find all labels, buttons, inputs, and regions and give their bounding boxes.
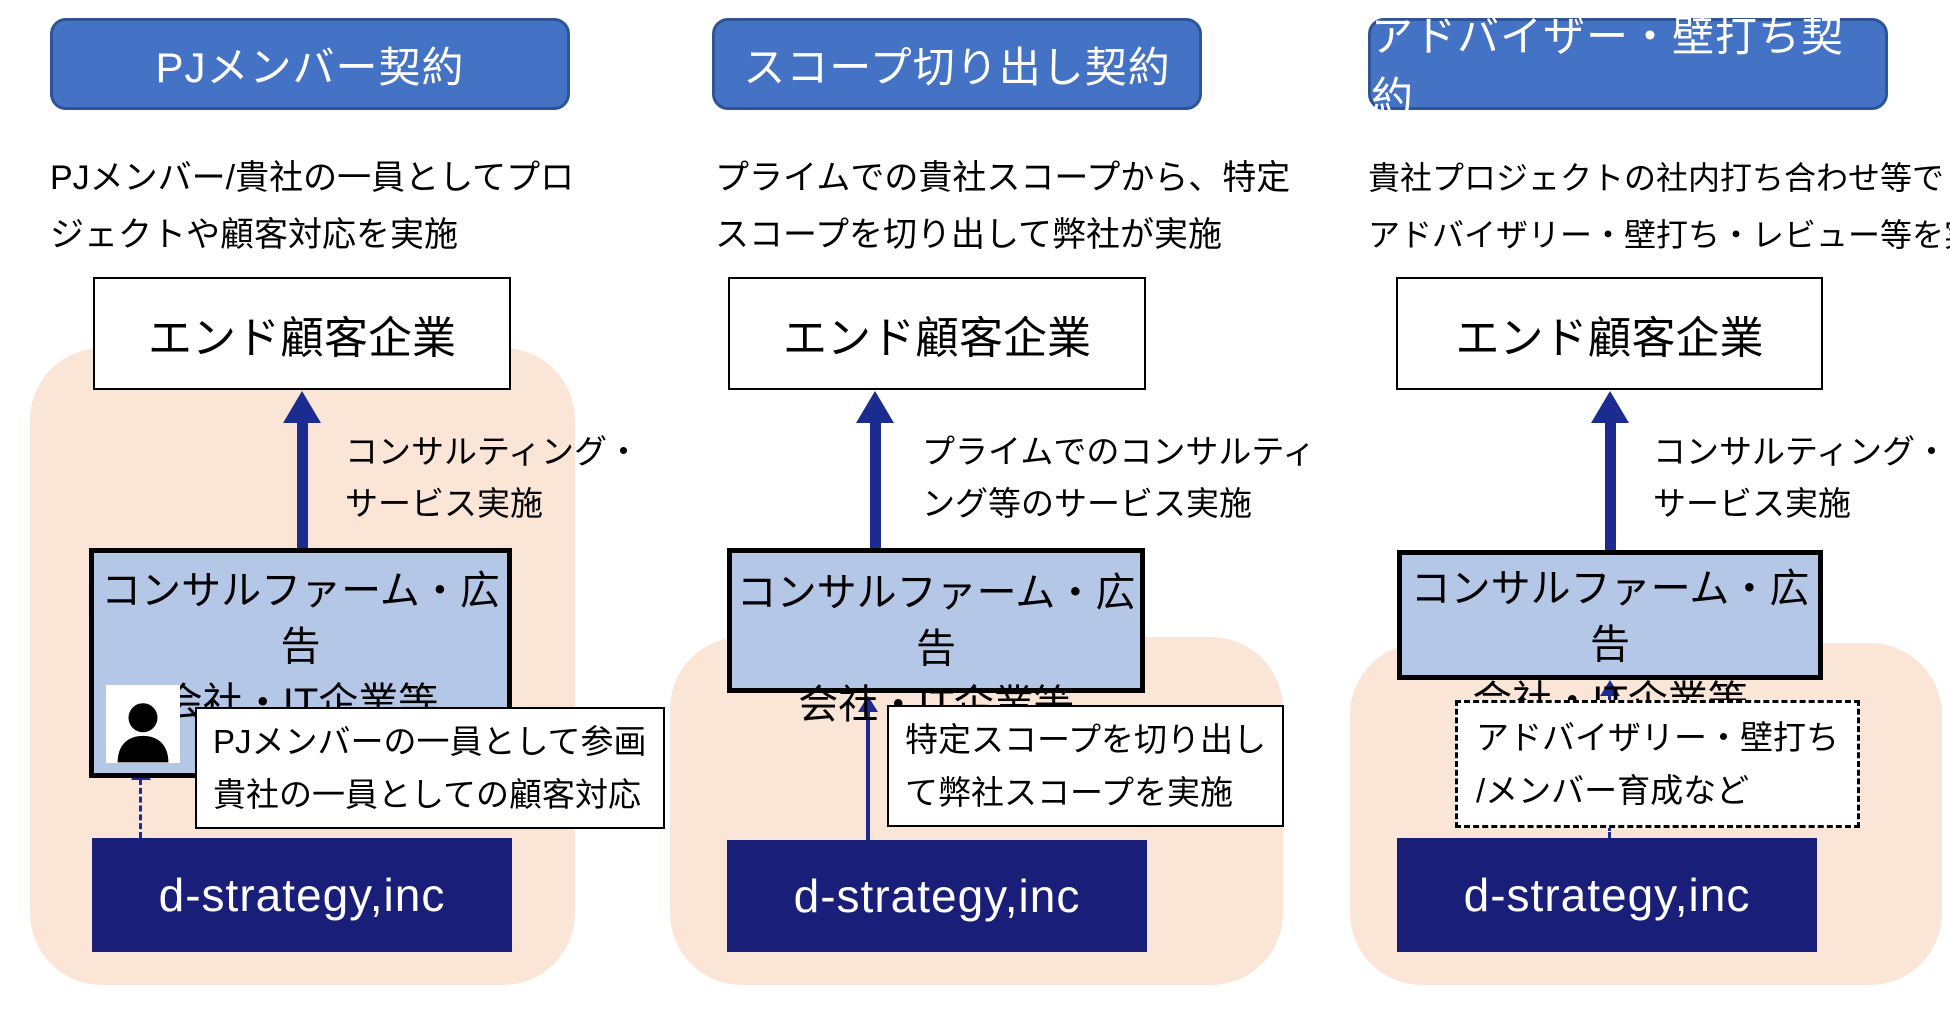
description-line: アドバイザリー・壁打ち・レビュー等を実施	[1368, 217, 1950, 253]
contract-type-header: アドバイザー・壁打ち契約	[1368, 13, 1888, 121]
end-customer-label: エンド顧客企業	[148, 313, 456, 363]
d-strategy-box: d-strategy,inc	[1397, 838, 1817, 952]
service-arrow-shaft	[1605, 420, 1616, 552]
d-strategy-label: d-strategy,inc	[1463, 869, 1751, 921]
description-line: PJメンバー/貴社の一員としてプロ	[50, 159, 575, 197]
advisory-arrow-head	[1600, 680, 1620, 696]
consulting-firm-line: コンサルファーム・広告	[736, 571, 1136, 671]
consulting-firm-line: コンサルファーム・広告	[1410, 567, 1810, 667]
role-note-line: て弊社スコープを実施	[905, 774, 1234, 811]
column-scope-carveout-contract: スコープ切り出し契約 プライムでの貴社スコープから、特定 スコープを切り出して弊…	[660, 0, 1315, 1011]
service-arrow-shaft	[870, 420, 881, 550]
description-line: プライムでの貴社スコープから、特定	[715, 159, 1291, 197]
description-line: ジェクトや顧客対応を実施	[50, 216, 458, 254]
role-note-box: 特定スコープを切り出し て弊社スコープを実施	[887, 705, 1285, 827]
person-icon	[106, 685, 180, 763]
member-arrow-dashed-line	[139, 779, 142, 838]
service-label-line: コンサルティング・	[1653, 433, 1949, 470]
service-arrow-label: コンサルティング・ サービス実施	[345, 426, 640, 530]
description-line: 貴社プロジェクトの社内打ち合わせ等で	[1368, 160, 1945, 196]
role-note-line: 貴社の一員としての顧客対応	[213, 776, 642, 813]
contract-type-header: PJメンバー契約	[50, 18, 570, 110]
contract-type-label: アドバイザー・壁打ち契約	[1371, 13, 1845, 121]
contract-description: PJメンバー/貴社の一員としてプロ ジェクトや顧客対応を実施	[50, 150, 574, 264]
contract-type-label: PJメンバー契約	[155, 43, 465, 91]
d-strategy-box: d-strategy,inc	[727, 840, 1147, 952]
role-note-line: PJメンバーの一員として参画	[213, 723, 647, 760]
end-customer-box: エンド顧客企業	[93, 277, 511, 390]
service-arrow-head	[1591, 391, 1629, 423]
role-note-line: 特定スコープを切り出し	[905, 721, 1267, 758]
service-label-line: ング等のサービス実施	[922, 485, 1252, 522]
role-note-box: PJメンバーの一員として参画 貴社の一員としての顧客対応	[195, 707, 665, 829]
contract-type-header: スコープ切り出し契約	[712, 18, 1202, 110]
service-label-line: コンサルティング・	[345, 433, 641, 470]
service-arrow-label: プライムでのコンサルティ ング等のサービス実施	[922, 426, 1315, 530]
advisory-arrow-dashed-line	[1608, 695, 1611, 701]
service-label-line: プライムでのコンサルティ	[922, 433, 1316, 470]
consulting-firm-line: コンサルファーム・広告	[101, 569, 500, 669]
contract-description: プライムでの貴社スコープから、特定 スコープを切り出して弊社が実施	[715, 150, 1290, 264]
consulting-firm-box: コンサルファーム・広告 会社・IT企業等	[1397, 550, 1823, 723]
end-customer-label: エンド顧客企業	[1455, 313, 1764, 363]
contract-type-label: スコープ切り出し契約	[743, 43, 1171, 91]
advisory-note-box: アドバイザリー・壁打ち /メンバー育成など	[1455, 700, 1860, 828]
service-label-line: サービス実施	[1653, 485, 1851, 522]
end-customer-box: エンド顧客企業	[728, 277, 1146, 390]
consulting-firm-box: コンサルファーム・広告 会社・IT企業等	[727, 548, 1145, 727]
service-label-line: サービス実施	[345, 485, 543, 522]
column-pj-member-contract: PJメンバー契約 PJメンバー/貴社の一員としてプロ ジェクトや顧客対応を実施 …	[30, 0, 665, 1011]
description-line: スコープを切り出して弊社が実施	[715, 216, 1222, 254]
consulting-firm-box: コンサルファーム・広告 会社・IT企業等	[89, 548, 512, 778]
carveout-arrow-shaft	[866, 711, 870, 840]
advisory-note-line: /メンバー育成など	[1476, 772, 1750, 809]
end-customer-box: エンド顧客企業	[1396, 277, 1823, 390]
d-strategy-box: d-strategy,inc	[92, 838, 512, 952]
d-strategy-label: d-strategy,inc	[158, 869, 446, 921]
contract-description: 貴社プロジェクトの社内打ち合わせ等で アドバイザリー・壁打ち・レビュー等を実施	[1368, 150, 1950, 264]
end-customer-label: エンド顧客企業	[783, 313, 1091, 363]
service-arrow-head	[283, 391, 321, 423]
advisory-note-line: アドバイザリー・壁打ち	[1476, 719, 1839, 756]
service-arrow-label: コンサルティング・ サービス実施	[1653, 426, 1948, 530]
column-advisor-contract: アドバイザー・壁打ち契約 貴社プロジェクトの社内打ち合わせ等で アドバイザリー・…	[1340, 0, 1950, 1011]
d-strategy-label: d-strategy,inc	[793, 870, 1081, 922]
service-arrow-head	[856, 391, 894, 423]
service-arrow-shaft	[297, 420, 308, 550]
carveout-arrow-head	[858, 696, 878, 712]
advisory-connector-dashed-line	[1608, 818, 1611, 838]
